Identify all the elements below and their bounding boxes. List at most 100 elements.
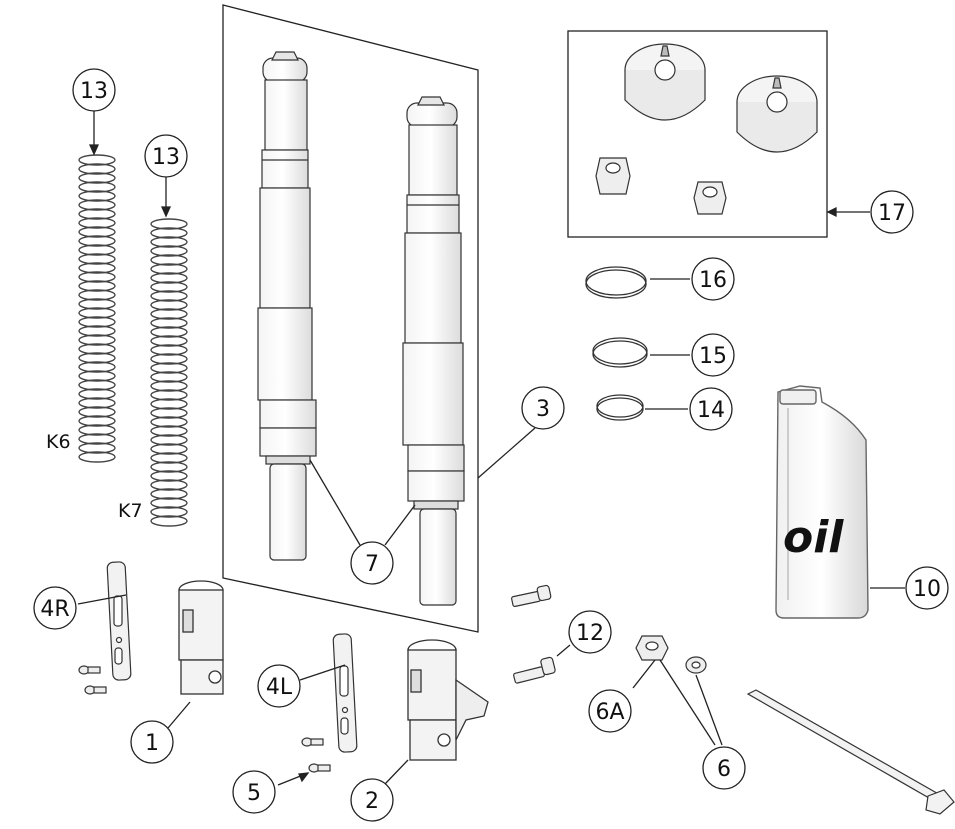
spring-coil (78, 370, 116, 382)
spring-coil (150, 470, 188, 482)
spring-coil (150, 227, 188, 239)
callout-15: 15 (691, 333, 735, 377)
svg-text:4L: 4L (266, 675, 293, 700)
svg-text:13: 13 (152, 145, 180, 170)
svg-text:5: 5 (247, 781, 261, 806)
spring-coil (78, 352, 116, 364)
spring-coil (150, 434, 188, 446)
spring-coil (150, 281, 188, 293)
spring-coil (78, 244, 116, 256)
spring-coil (78, 316, 116, 328)
svg-text:17: 17 (878, 201, 906, 226)
spring-coil (78, 199, 116, 211)
spring-k6 (78, 154, 116, 463)
spring-coil (150, 344, 188, 356)
svg-text:7: 7 (365, 552, 379, 577)
spring-coil (150, 218, 188, 230)
oil-bottle: oil (775, 385, 869, 619)
spring-coil (78, 289, 116, 301)
spring-coil (78, 379, 116, 391)
spring-coil (150, 425, 188, 437)
spring-coil (78, 424, 116, 436)
svg-text:15: 15 (699, 344, 727, 369)
clamp-plate-4l (332, 633, 358, 753)
spring-coil (150, 254, 188, 266)
callout-7: 7 (350, 541, 394, 585)
spring-coil (150, 398, 188, 410)
svg-text:1: 1 (145, 731, 159, 756)
svg-text:12: 12 (576, 621, 604, 646)
spring-coil (150, 326, 188, 338)
callout-6a: 6A (588, 689, 632, 733)
svg-text:14: 14 (697, 398, 725, 423)
spring-coil (150, 308, 188, 320)
screw-set-a (78, 665, 107, 695)
svg-text:4R: 4R (40, 597, 69, 622)
fork-tube-left (257, 51, 317, 561)
oil-label: oil (783, 512, 844, 563)
ring-15 (592, 337, 648, 368)
spring-coil (150, 488, 188, 500)
spring-coil (150, 272, 188, 284)
valve-2 (736, 75, 818, 153)
spring-coil (78, 154, 116, 166)
spring-coil (78, 190, 116, 202)
callout-3: 3 (521, 386, 565, 430)
spring-coil (150, 506, 188, 518)
svg-text:13: 13 (80, 79, 108, 104)
spring-coil (150, 479, 188, 491)
callout-17: 17 (870, 190, 914, 234)
svg-text:10: 10 (913, 577, 941, 602)
spring-coil (150, 371, 188, 383)
spring-coil (150, 263, 188, 275)
spring-coil (78, 388, 116, 400)
callout-16: 16 (691, 257, 735, 301)
spring-k7 (150, 218, 188, 527)
spring-coil (150, 389, 188, 401)
bolt-12-lower (513, 656, 556, 684)
fork-foot-2 (407, 639, 489, 761)
callout-6: 6 (702, 746, 746, 790)
spring-coil (150, 407, 188, 419)
spring-coil (150, 443, 188, 455)
spring-coil (78, 172, 116, 184)
spring-coil (78, 406, 116, 418)
svg-text:6A: 6A (595, 700, 624, 725)
spring-coil (150, 497, 188, 509)
bolt-12-upper (511, 584, 552, 608)
spring-coil (150, 362, 188, 374)
callout-10: 10 (905, 566, 949, 610)
clamp-plate-4r (106, 561, 132, 681)
spring-coil (78, 253, 116, 265)
svg-text:16: 16 (699, 268, 727, 293)
valve-1 (624, 43, 706, 121)
spring-coil (78, 226, 116, 238)
spring-coil (150, 335, 188, 347)
spring-coil (78, 298, 116, 310)
spring-coil (150, 236, 188, 248)
fork-tube-right (402, 96, 465, 606)
spring-coil (78, 415, 116, 427)
valve-nut-1 (595, 157, 631, 195)
callout-5: 5 (232, 770, 276, 814)
spring-coil (78, 208, 116, 220)
spring-coil (78, 397, 116, 409)
valve-nut-2 (693, 181, 727, 215)
callout-4r: 4R (33, 586, 77, 630)
spring-coil (150, 452, 188, 464)
callout-12: 12 (568, 610, 612, 654)
spring-coil (78, 307, 116, 319)
svg-text:6: 6 (717, 757, 731, 782)
spring-coil (78, 217, 116, 229)
callout-13-left: 13 (72, 68, 116, 112)
callout-4l: 4L (257, 664, 301, 708)
spring-coil (78, 433, 116, 445)
spring-coil (150, 317, 188, 329)
spring-coil (150, 245, 188, 257)
spring-coil (150, 515, 188, 527)
callout-1: 1 (130, 720, 174, 764)
spring-coil (150, 416, 188, 428)
leader-lines (77, 111, 905, 786)
